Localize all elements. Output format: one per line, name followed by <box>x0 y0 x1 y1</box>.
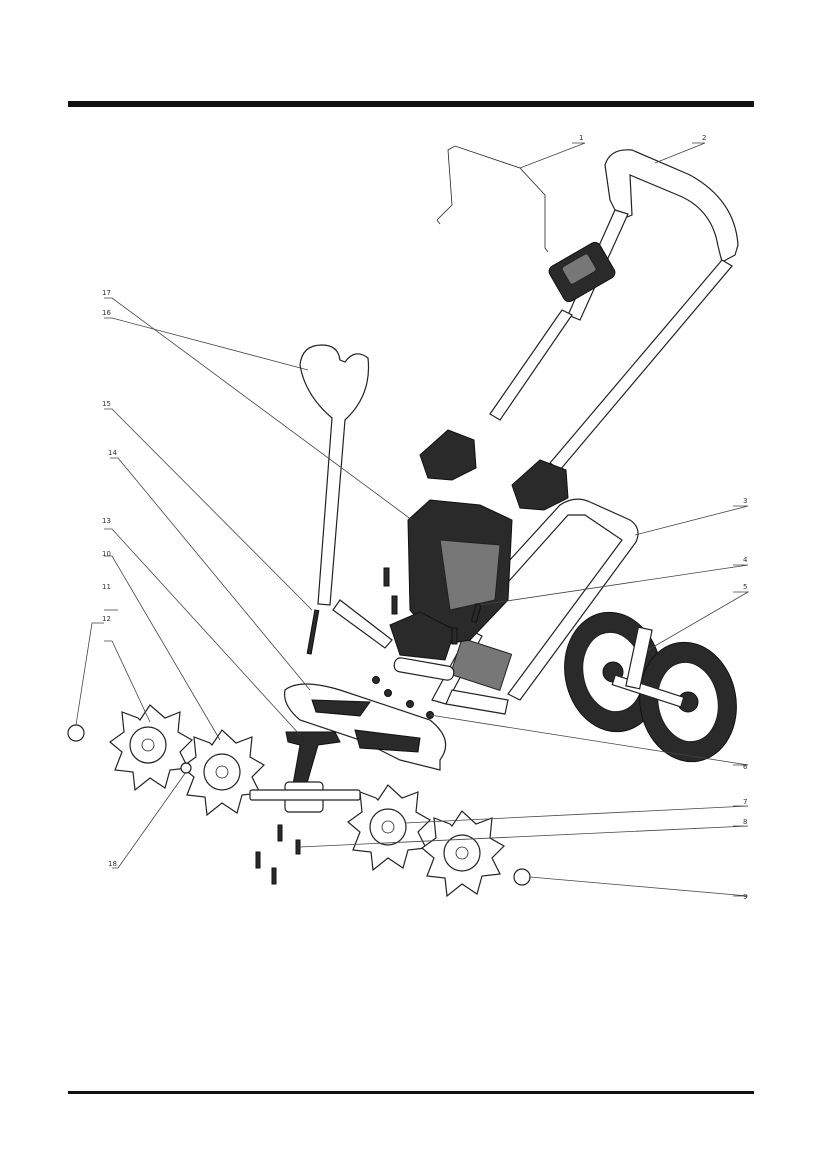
part-1-bail-wire <box>437 146 548 252</box>
callout-4: 4 <box>743 556 748 564</box>
part-2-upper-handle <box>420 150 738 510</box>
callout-14: 14 <box>108 449 117 457</box>
part-5-wheel-assembly <box>555 605 745 770</box>
part-8-tine-outer-right <box>422 811 504 896</box>
part-16-front-handle <box>300 345 392 648</box>
callout-2: 2 <box>702 134 706 142</box>
callout-7: 7 <box>743 798 747 806</box>
part-9-hub-cap-right <box>514 869 530 885</box>
callout-9: 9 <box>743 893 747 901</box>
callout-5: 5 <box>743 583 747 591</box>
callout-11: 11 <box>102 583 111 591</box>
callout-10: 10 <box>102 550 111 558</box>
callout-17: 17 <box>102 289 111 297</box>
part-10-hub-cap-left <box>68 725 84 741</box>
callout-15: 15 <box>102 400 111 408</box>
callout-16: 16 <box>102 309 111 317</box>
callout-12: 12 <box>102 615 111 623</box>
bolts-lower <box>256 825 300 884</box>
part-17-motor-housing <box>390 500 512 660</box>
part-12-tine-inner-left <box>182 730 264 815</box>
callout-3: 3 <box>743 497 747 505</box>
part-11-tine-outer-left <box>110 705 192 790</box>
callout-8: 8 <box>743 818 747 826</box>
part-15-pin <box>307 610 319 654</box>
callout-1: 1 <box>579 134 583 142</box>
callout-13: 13 <box>102 517 111 525</box>
part-18-washer <box>181 763 191 773</box>
callout-18: 18 <box>108 860 117 868</box>
callout-6: 6 <box>743 763 748 771</box>
part-13-gearbox <box>250 732 360 812</box>
